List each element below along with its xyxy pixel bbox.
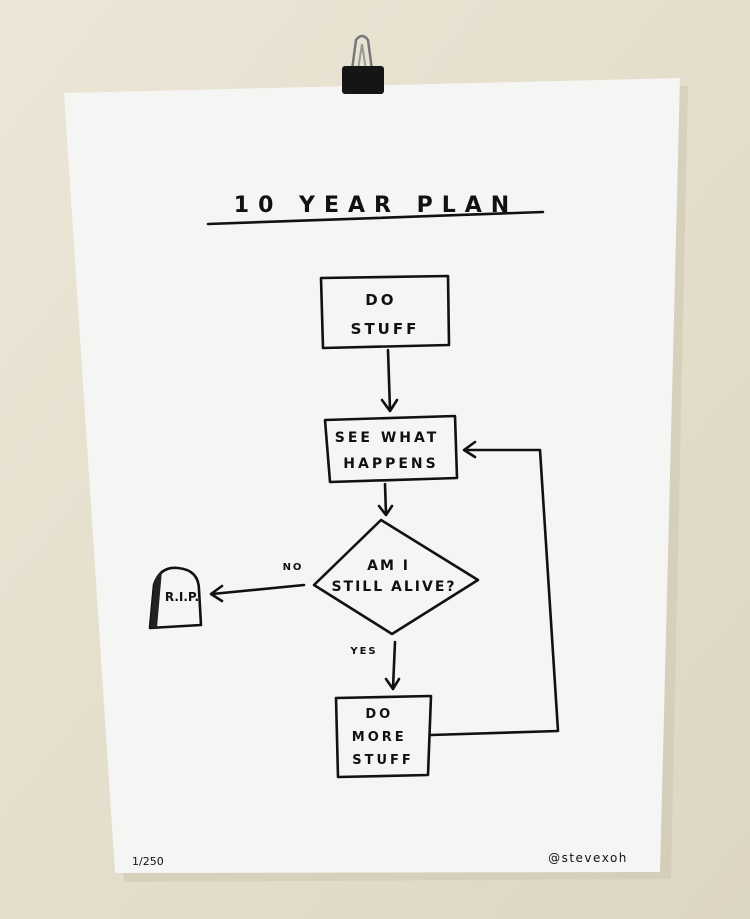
arrow-icon xyxy=(380,348,399,413)
svg-text:DO MORE STUFF: DO MORE STUFF xyxy=(352,707,414,768)
edge-label-no: NO xyxy=(283,562,304,573)
svg-text:SEE WHAT HAPPENS: SEE WHAT HAPPENS xyxy=(335,430,447,472)
arrow-icon xyxy=(384,640,401,691)
binder-clip-icon xyxy=(342,34,384,94)
loop-arrow-icon xyxy=(429,440,560,737)
node-text: STUFF xyxy=(352,753,414,768)
edge-label-yes: YES xyxy=(349,646,377,657)
arrow-icon xyxy=(209,583,306,603)
node-text: HAPPENS xyxy=(343,456,438,472)
node-text: DO xyxy=(365,707,393,722)
title-underline xyxy=(206,210,545,226)
svg-text:AM I STILL ALIVE?: AM I STILL ALIVE? xyxy=(331,558,456,595)
node-see-what-happens: SEE WHAT HAPPENS xyxy=(323,414,459,484)
node-do-stuff: DO STUFF xyxy=(319,274,451,350)
node-text: SEE WHAT xyxy=(335,430,440,446)
artist-signature: @stevexoh xyxy=(548,851,628,865)
arrow-icon xyxy=(377,482,394,517)
node-text: AM I xyxy=(367,558,410,574)
paper xyxy=(64,78,680,873)
node-text: STUFF xyxy=(351,320,420,338)
node-text: MORE xyxy=(352,730,407,745)
node-decision: AM I STILL ALIVE? xyxy=(312,518,480,636)
edition-number: 1/250 xyxy=(132,855,164,868)
svg-text:DO STUFF: DO STUFF xyxy=(351,291,420,338)
node-text: DO xyxy=(365,291,396,309)
tombstone-text: R.I.P. xyxy=(165,590,199,604)
node-do-more-stuff: DO MORE STUFF xyxy=(334,694,433,779)
node-text: STILL ALIVE? xyxy=(331,579,456,595)
tombstone-icon: R.I.P. xyxy=(148,566,203,630)
